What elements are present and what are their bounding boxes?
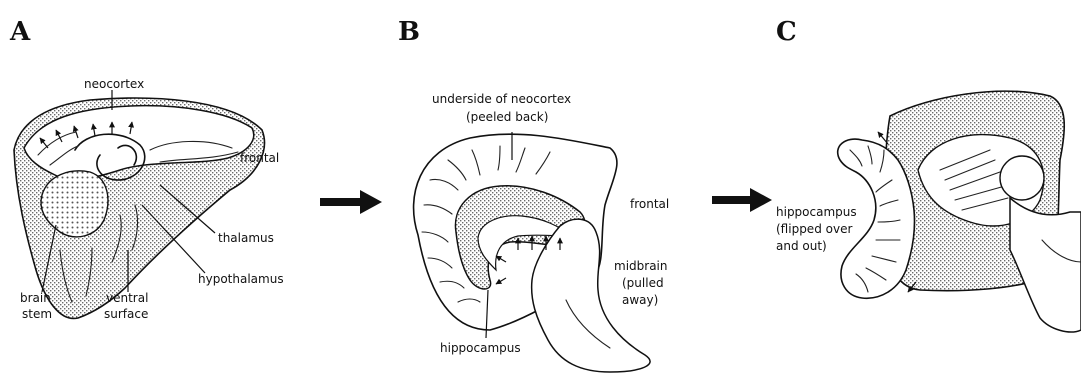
transition-arrow-a-to-b bbox=[320, 190, 382, 214]
panel-b: B bbox=[398, 17, 669, 372]
transition-arrow-b-to-c bbox=[712, 188, 772, 212]
label-hypothalamus: hypothalamus bbox=[198, 272, 284, 286]
label-underside-line2: (peeled back) bbox=[466, 110, 548, 124]
label-ventral-surface-line1: ventral bbox=[106, 291, 148, 305]
label-frontal-a: frontal bbox=[240, 151, 279, 165]
panel-letter-c: C bbox=[776, 17, 797, 47]
label-thalamus: thalamus bbox=[218, 231, 274, 245]
label-midbrain-line1: midbrain bbox=[614, 259, 667, 273]
label-brain-stem-line1: brain bbox=[20, 291, 51, 305]
label-neocortex: neocortex bbox=[84, 77, 144, 91]
panel-c: C bbox=[776, 17, 1081, 332]
panel-letter-b: B bbox=[398, 17, 420, 47]
label-midbrain-line3: away) bbox=[622, 293, 658, 307]
brain-illustration-b bbox=[414, 132, 651, 372]
panel-letter-a: A bbox=[9, 17, 31, 47]
label-hippocampus-c-line3: and out) bbox=[776, 239, 827, 253]
label-underside-line1: underside of neocortex bbox=[432, 92, 571, 106]
label-hippocampus-c-line1: hippocampus bbox=[776, 205, 857, 219]
label-brain-stem-line2: stem bbox=[22, 307, 52, 321]
label-frontal-b: frontal bbox=[630, 197, 669, 211]
label-hippocampus-b: hippocampus bbox=[440, 341, 521, 355]
panel-a: A bbox=[9, 17, 284, 321]
label-ventral-surface-line2: surface bbox=[104, 307, 148, 321]
label-midbrain-line2: (pulled bbox=[622, 276, 664, 290]
brain-illustration-c bbox=[838, 91, 1081, 332]
label-hippocampus-c-line2: (flipped over bbox=[776, 222, 852, 236]
